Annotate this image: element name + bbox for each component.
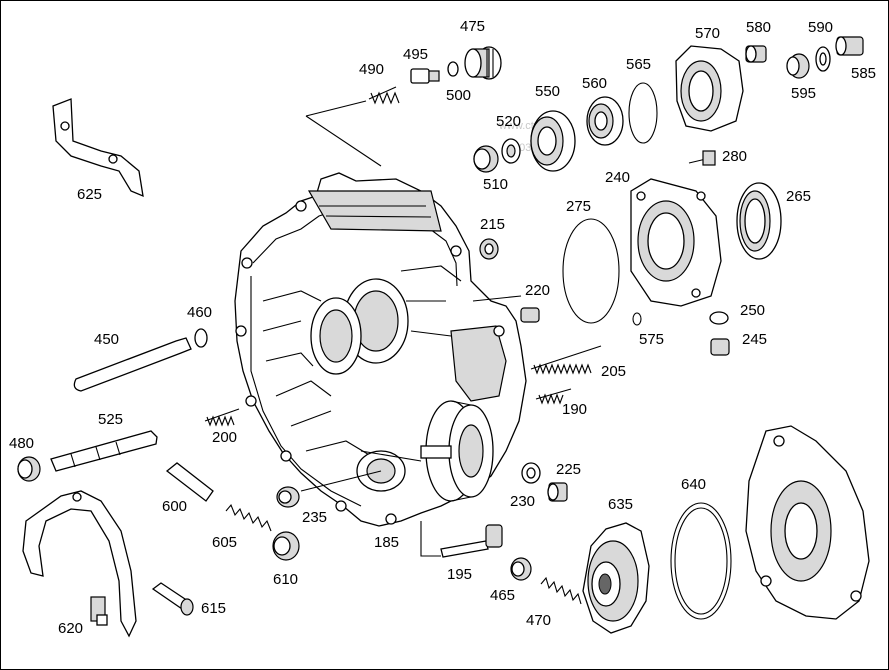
label-460: 460 <box>187 304 212 321</box>
part-460-washer <box>194 328 208 348</box>
label-240: 240 <box>605 169 630 186</box>
label-480: 480 <box>9 435 34 452</box>
part-450-rod <box>73 337 192 392</box>
part-590-washer <box>815 46 831 72</box>
part-495-plug <box>410 68 440 84</box>
part-250-washer <box>709 311 729 325</box>
part-185-gear-bearing <box>420 400 494 502</box>
part-280-bolt <box>688 150 716 166</box>
leader-lines <box>300 100 522 557</box>
label-635: 635 <box>608 496 633 513</box>
label-595: 595 <box>791 85 816 102</box>
part-595-plug <box>786 53 810 79</box>
label-475: 475 <box>460 18 485 35</box>
label-565: 565 <box>626 56 651 73</box>
label-190: 190 <box>562 401 587 418</box>
label-265: 265 <box>786 188 811 205</box>
part-fork <box>22 490 137 638</box>
part-265-seal <box>736 182 782 260</box>
part-610-plug <box>272 531 300 561</box>
label-520: 520 <box>496 113 521 130</box>
label-560: 560 <box>582 75 607 92</box>
label-625: 625 <box>77 186 102 203</box>
part-625-bracket <box>52 98 144 198</box>
part-480-bushing <box>17 456 41 482</box>
label-600: 600 <box>162 498 187 515</box>
label-510: 510 <box>483 176 508 193</box>
part-225-plug <box>547 482 568 502</box>
label-590: 590 <box>808 19 833 36</box>
part-470-spring <box>540 576 582 605</box>
part-240-cover <box>630 178 722 307</box>
label-500: 500 <box>446 87 471 104</box>
part-525-shaft <box>50 430 158 472</box>
part-220-plug <box>520 307 540 323</box>
label-225: 225 <box>556 461 581 478</box>
label-195: 195 <box>447 566 472 583</box>
part-245-plug <box>710 338 730 356</box>
part-235-plug <box>276 486 300 508</box>
label-450: 450 <box>94 331 119 348</box>
part-500-washer <box>447 61 459 77</box>
label-235: 235 <box>302 509 327 526</box>
part-620-clip <box>90 596 108 626</box>
label-495: 495 <box>403 46 428 63</box>
part-number-labels: 490 495 475 500 550 560 565 570 580 590 … <box>9 18 876 637</box>
label-620: 620 <box>58 620 83 637</box>
part-cover-housing <box>745 425 870 620</box>
part-215-nut <box>479 238 499 260</box>
label-250: 250 <box>740 302 765 319</box>
label-580: 580 <box>746 19 771 36</box>
label-585: 585 <box>851 65 876 82</box>
label-490: 490 <box>359 61 384 78</box>
part-585-bolt <box>835 36 864 56</box>
label-275: 275 <box>566 198 591 215</box>
part-275-oring <box>562 218 620 324</box>
part-205-stud <box>530 345 602 375</box>
part-510-bushing <box>473 145 499 173</box>
label-245: 245 <box>742 331 767 348</box>
label-220: 220 <box>525 282 550 299</box>
part-200-stud <box>204 408 240 427</box>
part-565-oring <box>628 82 658 144</box>
part-520-ring <box>501 138 521 164</box>
label-525: 525 <box>98 411 123 428</box>
label-575: 575 <box>639 331 664 348</box>
label-470: 470 <box>526 612 551 629</box>
part-560-bearing <box>586 96 624 146</box>
part-605-spring <box>225 503 272 532</box>
part-600-pin <box>165 462 214 502</box>
label-605: 605 <box>212 534 237 551</box>
label-230: 230 <box>510 493 535 510</box>
part-190-stud <box>535 388 572 405</box>
label-615: 615 <box>201 600 226 617</box>
label-550: 550 <box>535 83 560 100</box>
label-205: 205 <box>601 363 626 380</box>
label-280: 280 <box>722 148 747 165</box>
part-580-nut <box>745 45 767 63</box>
label-570: 570 <box>695 25 720 42</box>
label-215: 215 <box>480 216 505 233</box>
part-475-cap <box>464 46 502 80</box>
part-635-gear <box>582 522 650 634</box>
label-185: 185 <box>374 534 399 551</box>
part-550-bearing <box>530 110 576 172</box>
part-465-bushing <box>510 557 532 581</box>
label-465: 465 <box>490 587 515 604</box>
part-640-gasket <box>670 502 732 620</box>
part-615-pin <box>151 582 194 616</box>
part-575-oring <box>632 312 642 326</box>
label-610: 610 <box>273 571 298 588</box>
part-490-spring <box>368 86 400 105</box>
part-195-bolt <box>440 524 503 558</box>
part-230-washer <box>521 462 541 484</box>
label-200: 200 <box>212 429 237 446</box>
label-640: 640 <box>681 476 706 493</box>
part-570-housing <box>675 45 744 132</box>
